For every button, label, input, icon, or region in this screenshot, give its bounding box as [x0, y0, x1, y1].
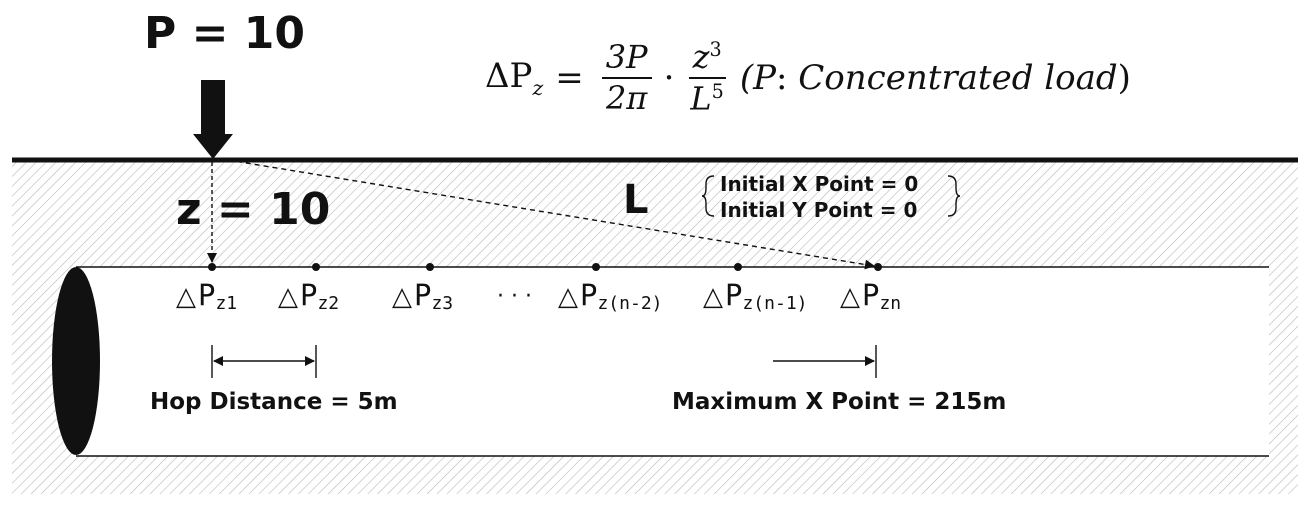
measure-point-3 [426, 263, 434, 271]
point-label-6: △Pzn [840, 278, 901, 313]
point-label-1: △Pz1 [176, 278, 237, 313]
point-label-4: △Pz(n-2) [558, 278, 663, 313]
point-base: P [414, 278, 432, 312]
frac2-num-exp: 3 [709, 38, 722, 62]
formula-note: (P: Concentrated load) [740, 58, 1131, 98]
measure-point-5 [734, 263, 742, 271]
initial-x-label: Initial X Point = 0 [720, 172, 919, 196]
frac1-denominator: 2π [605, 79, 648, 117]
point-sub: z(n-2) [597, 293, 663, 314]
depth-label: z = 10 [176, 184, 331, 235]
frac2-denominator: L5 [686, 79, 727, 117]
point-label-3: △Pz3 [392, 278, 453, 313]
max-x-point-label: Maximum X Point = 215m [672, 389, 1007, 415]
point-sub: zn [879, 293, 902, 314]
ellipsis: · · · [497, 284, 532, 309]
formula-fraction-2: z3 L5 [686, 39, 727, 117]
point-sub: z3 [431, 293, 454, 314]
measure-point-1 [208, 263, 216, 271]
load-arrow-head [193, 134, 233, 159]
load-label: P = 10 [144, 8, 305, 59]
formula-fraction-1: 3P 2π [601, 39, 652, 117]
distance-label: L [623, 177, 649, 223]
delta-triangle-icon: △ [392, 282, 412, 312]
delta-triangle-icon: △ [278, 282, 298, 312]
formula-equals: = [555, 58, 584, 98]
point-base: P [862, 278, 880, 312]
initial-points-box: Initial X Point = 0 Initial Y Point = 0 [702, 172, 960, 220]
frac2-den-base: L [690, 79, 712, 118]
delta-triangle-icon: △ [840, 282, 860, 312]
point-base: P [300, 278, 318, 312]
point-base: P [198, 278, 216, 312]
point-base: P [580, 278, 598, 312]
frac2-numerator: z3 [688, 37, 726, 79]
delta-triangle-icon: △ [176, 282, 196, 312]
frac1-numerator: 3P [601, 39, 652, 79]
measure-point-2 [312, 263, 320, 271]
point-sub: z(n-1) [742, 293, 808, 314]
formula: ΔPz = 3P 2π · z3 L5 (P: Concentrated loa… [485, 28, 1131, 128]
formula-lhs: ΔPz [485, 56, 543, 100]
distance-dashed-line [227, 159, 875, 270]
delta-triangle-icon: △ [703, 282, 723, 312]
point-sub: z2 [317, 293, 340, 314]
note-colon: : [776, 58, 788, 98]
point-sub: z1 [215, 293, 238, 314]
pipe-end-ellipse [52, 267, 100, 455]
formula-delta-p: ΔP [485, 56, 533, 97]
frac2-num-base: z [692, 37, 710, 76]
frac2-den-exp: 5 [711, 80, 724, 103]
initial-y-label: Initial Y Point = 0 [720, 198, 918, 222]
note-open: (P [739, 58, 777, 98]
initial-bracket-right [947, 175, 961, 217]
formula-lhs-sub: z [532, 75, 544, 100]
note-close: ) [1117, 58, 1131, 98]
point-label-2: △Pz2 [278, 278, 339, 313]
load-arrow-shaft [201, 80, 225, 136]
point-label-5: △Pz(n-1) [703, 278, 808, 313]
measure-point-4 [592, 263, 600, 271]
delta-triangle-icon: △ [558, 282, 578, 312]
initial-bracket-left [701, 175, 715, 217]
measure-point-6 [874, 263, 882, 271]
hop-distance-label: Hop Distance = 5m [150, 389, 398, 415]
formula-dot: · [663, 58, 675, 98]
note-text: Concentrated load [787, 58, 1118, 98]
point-base: P [725, 278, 743, 312]
